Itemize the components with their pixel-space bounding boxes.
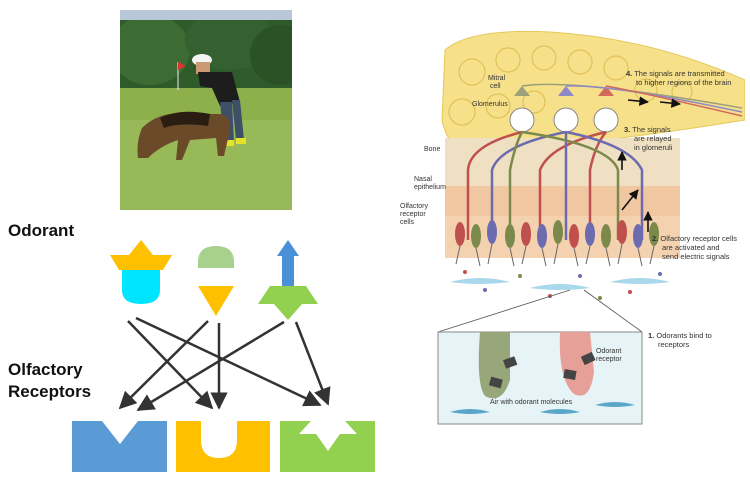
olfactory-receptor-cells <box>455 220 659 248</box>
mitral-cells <box>514 86 614 96</box>
arrow-odorant2-to-receptor1 <box>118 320 209 410</box>
label-mitral-cell-1: Mitral <box>488 75 506 82</box>
label-air-with-odorant: Air with odorant molecules <box>490 399 573 406</box>
arrow-odorant1-to-receptor3 <box>135 316 322 407</box>
step-arrows <box>617 96 681 232</box>
inset-air-arrows <box>450 402 635 414</box>
label-bone: Bone <box>424 146 440 153</box>
inset-odorant-receptors <box>488 351 596 389</box>
step-2-text-line2: are activated and <box>662 243 720 252</box>
receptor-inset <box>437 331 643 425</box>
air-stream <box>450 278 670 290</box>
label-nasal-epithelium-1: Nasal <box>414 176 432 183</box>
cilia <box>455 243 655 267</box>
receptor-3-green-bowtie-slot <box>280 421 375 472</box>
receptor-1-blue-notch <box>72 421 167 472</box>
label-mitral-cell-2: cell <box>490 83 501 90</box>
label-olfactory-receptor-cells-1: Olfactory <box>400 203 429 210</box>
odorant-3-arrow-bowtie <box>258 240 318 320</box>
glomeruli <box>509 107 619 133</box>
step-2-text-line3: send electric signals <box>662 252 730 261</box>
odorant-dots <box>463 270 662 300</box>
binding-arrows <box>118 316 331 412</box>
olfactory-receptors-label-line2: Receptors <box>8 382 92 401</box>
odorant-label: Odorant <box>8 221 75 240</box>
odorant-receptor-diagram <box>72 240 375 472</box>
label-olfactory-receptor-cells-3: cells <box>400 219 415 226</box>
arrow-odorant3-to-receptor1 <box>136 320 285 412</box>
receptor-2-gold-cup <box>176 421 270 472</box>
step-3-text-line3: in glomeruli <box>634 143 673 152</box>
arrow-odorant1-to-receptor2 <box>127 320 214 410</box>
olfactory-system-illustration: Mitral cell Glomerulus Bone Nasal epithe… <box>400 30 745 425</box>
odorant-1-crown-bell <box>110 240 172 304</box>
dog-sniffing-photo <box>120 10 292 210</box>
step-1-text-line2: receptors <box>658 340 690 349</box>
mitral-axons <box>521 83 743 117</box>
step-2-text-line1: 2. Olfactory receptor cells <box>652 234 737 243</box>
step-4-text-line1: 4. The signals are transmitted <box>626 69 725 78</box>
arrow-odorant3-to-receptor3 <box>294 321 331 406</box>
label-odorant-receptor-1: Odorant <box>596 348 621 355</box>
label-nasal-epithelium-2: epithelium <box>414 184 446 191</box>
step-3-text-line1: 3. The signals <box>624 125 671 134</box>
bulb-glomeruli-circles <box>448 45 693 126</box>
inset-red-cilium <box>559 332 594 396</box>
axon-bundles <box>466 130 644 240</box>
label-glomerulus: Glomerulus <box>472 101 508 108</box>
label-olfactory-receptor-cells-2: receptor <box>400 211 426 218</box>
step-3-text-line2: are relayed <box>634 134 672 143</box>
step-1-text-line1: 1. Odorants bind to <box>648 331 712 340</box>
zoom-lines <box>437 289 643 333</box>
label-odorant-receptor-2: receptor <box>596 356 622 363</box>
nasal-epithelium <box>445 186 680 216</box>
odorant-2-dome-cone <box>198 246 234 316</box>
olfactory-receptors-label-line1: Olfactory <box>8 360 83 379</box>
step-4-text-line2: to higher regions of the brain <box>636 78 731 87</box>
